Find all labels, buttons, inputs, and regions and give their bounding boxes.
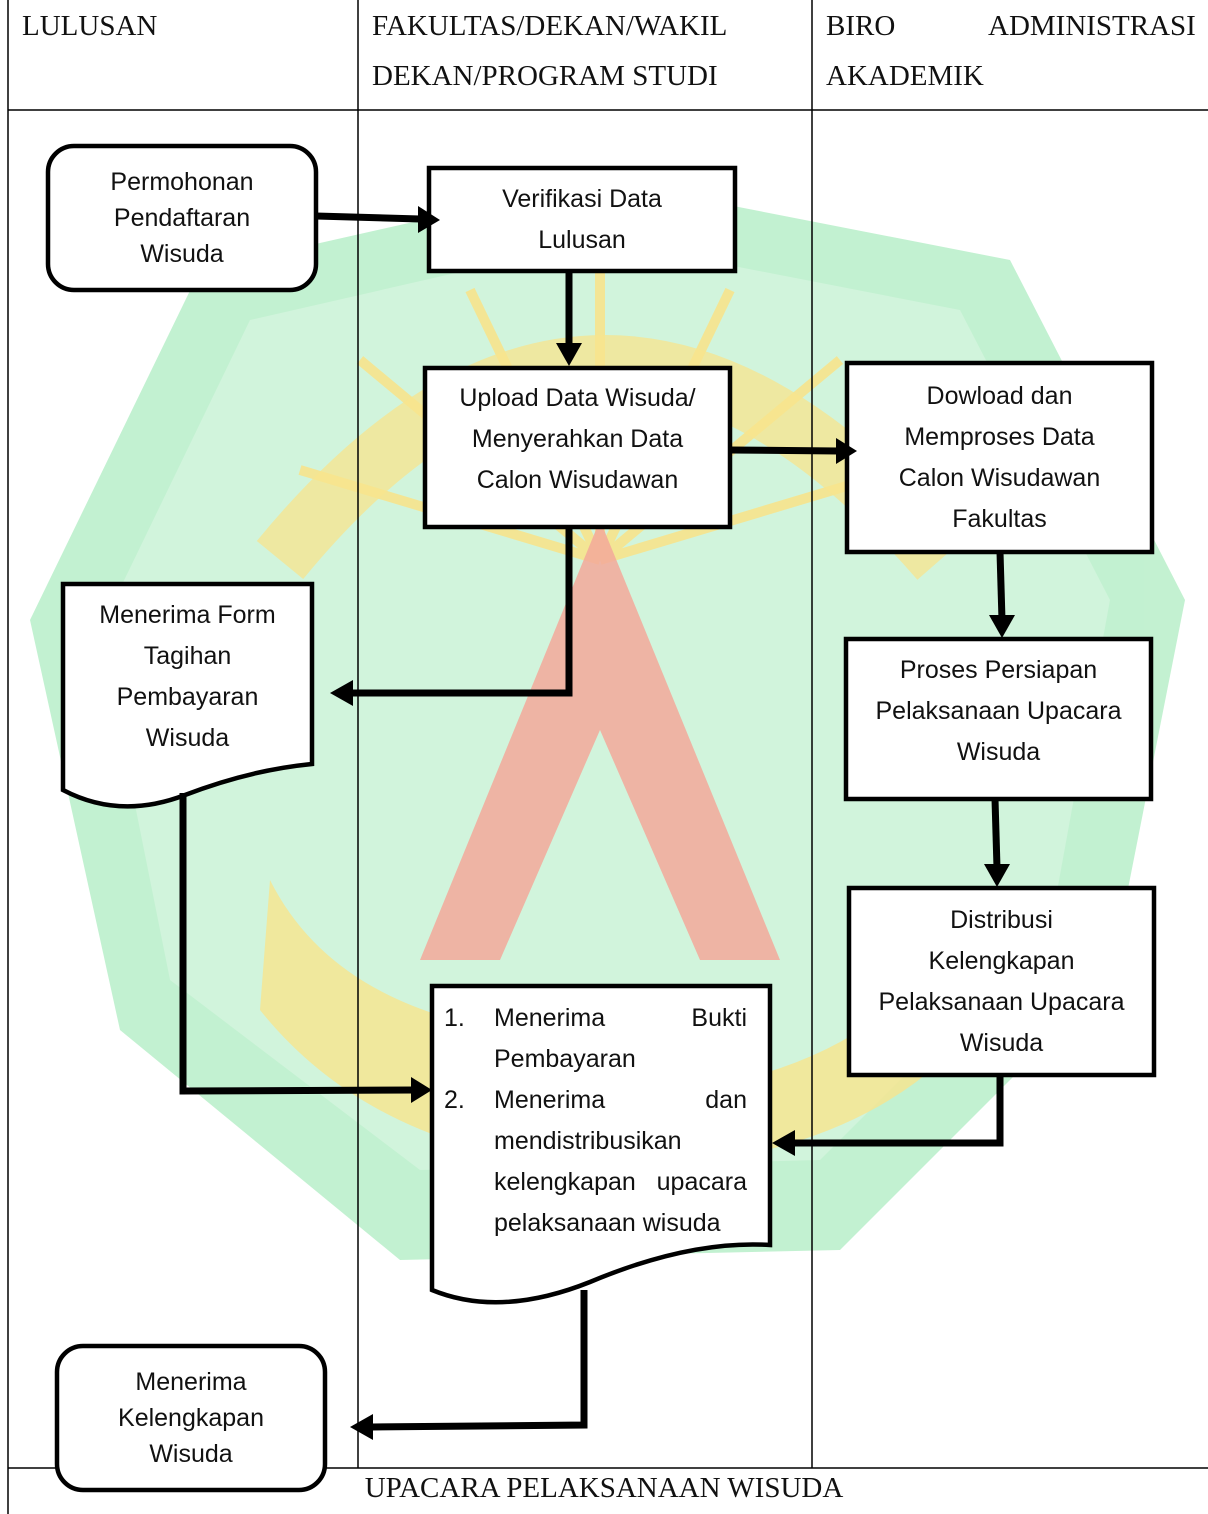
proses-label: Proses Persiapan Pelaksanaan Upacara Wis… <box>846 649 1151 774</box>
distribusi-label: Distribusi Kelengkapan Pelaksanaan Upaca… <box>849 898 1154 1066</box>
menerima-form-line: Tagihan <box>143 642 232 670</box>
upload-line: Calon Wisudawan <box>476 466 679 494</box>
arrowhead <box>556 343 582 366</box>
permohonan-line: Pendaftaran <box>113 204 251 232</box>
arrowheads <box>330 206 1015 1440</box>
download-line: Memproses Data <box>904 422 1095 451</box>
list-number: 2. <box>444 1086 465 1114</box>
verifikasi-process <box>426 165 738 274</box>
permohonan-line: Permohonan <box>110 168 254 196</box>
list-item: 1. Menerima Bukti Pembayaran <box>442 998 747 1080</box>
header-akademik: AKADEMIK <box>826 60 984 92</box>
arrowhead <box>418 206 440 233</box>
proses-line: Proses Persiapan <box>899 656 1098 684</box>
verifikasi-line: Verifikasi Data <box>502 184 662 213</box>
download-process <box>844 360 1155 555</box>
menerima-bukti-list: 1. Menerima Bukti Pembayaran 2. Menerima… <box>442 998 747 1238</box>
proses-process <box>843 636 1154 802</box>
distribusi-line: Pelaksanaan Upacara <box>878 988 1125 1016</box>
verifikasi-label: Verifikasi Data Lulusan <box>429 168 735 271</box>
menerima-form-line: Menerima Form <box>99 601 276 629</box>
distribusi-line: Distribusi <box>950 906 1053 934</box>
download-line: Fakultas <box>952 504 1047 533</box>
arrowhead <box>411 1077 432 1103</box>
upload-line: Menyerahkan Data <box>471 425 684 453</box>
arrowhead <box>330 680 353 706</box>
arrowhead <box>984 864 1010 887</box>
distribusi-line: Wisuda <box>959 1029 1044 1057</box>
menerima-kelengkapan-line: Kelengkapan <box>118 1404 264 1432</box>
upload-line: Upload Data Wisuda/ <box>459 384 696 412</box>
header-fakultas-line2: DEKAN/PROGRAM STUDI <box>372 60 718 92</box>
list-number: 1. <box>444 1004 465 1032</box>
arrowhead <box>772 1130 795 1156</box>
menerima-form-line: Pembayaran <box>116 683 259 711</box>
connectors <box>179 212 1006 1431</box>
header-fakultas-line1: FAKULTAS/DEKAN/WAKIL <box>372 10 728 42</box>
arrowhead <box>836 438 857 464</box>
list-item: 2. Menerima dan mendistribusikan kelengk… <box>442 1080 747 1238</box>
footer-caption: UPACARA PELAKSANAAN WISUDA <box>364 1472 844 1504</box>
header-biro: BIRO <box>826 10 896 42</box>
menerima-kelengkapan-line: Menerima <box>135 1368 247 1396</box>
menerima-form-label: Menerima Form Tagihan Pembayaran Wisuda <box>63 594 312 760</box>
menerima-form-line: Wisuda <box>145 724 230 752</box>
upload-process <box>422 365 733 530</box>
verifikasi-line: Lulusan <box>538 225 626 254</box>
header-lulusan: LULUSAN <box>22 10 158 42</box>
menerima-bukti-label: 1. Menerima Bukti Pembayaran 2. Menerima… <box>442 998 747 1238</box>
download-line: Dowload dan <box>926 381 1073 410</box>
list-text: Menerima Bukti Pembayaran <box>494 1004 747 1073</box>
upload-label: Upload Data Wisuda/ Menyerahkan Data Cal… <box>425 378 730 501</box>
arrowhead <box>350 1414 373 1440</box>
distribusi-line: Kelengkapan <box>928 947 1075 975</box>
permohonan-line: Wisuda <box>140 240 224 268</box>
download-label: Dowload dan Memproses Data Calon Wisudaw… <box>847 363 1152 552</box>
menerima-kelengkapan-terminal <box>54 1343 328 1493</box>
header-administrasi: ADMINISTRASI <box>988 10 1196 42</box>
list-text: Menerima dan mendistribusikan kelengkapa… <box>494 1086 747 1237</box>
proses-line: Pelaksanaan Upacara <box>875 697 1122 725</box>
permohonan-label: Permohonan Pendaftaran Wisuda <box>48 146 316 290</box>
menerima-kelengkapan-label: Menerima Kelengkapan Wisuda <box>57 1346 325 1490</box>
download-line: Calon Wisudawan <box>898 463 1101 492</box>
arrowhead <box>989 615 1015 638</box>
proses-line: Wisuda <box>956 738 1041 766</box>
table-grid <box>7 0 1208 1514</box>
menerima-bukti-document <box>429 983 773 1305</box>
menerima-kelengkapan-line: Wisuda <box>149 1440 233 1468</box>
